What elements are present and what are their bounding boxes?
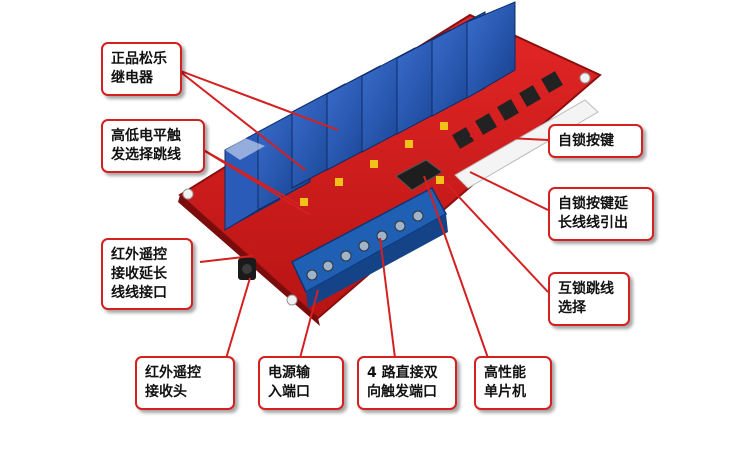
callout-ir-head: 红外遥控 接收头 bbox=[135, 356, 235, 410]
callout-ext-lead: 自锁按键延 长线线引出 bbox=[548, 187, 654, 241]
relay-row bbox=[224, 1, 516, 231]
jumpers bbox=[300, 122, 448, 206]
callout-self-lock: 自锁按键 bbox=[548, 124, 643, 158]
leader-lines bbox=[177, 69, 549, 373]
callout-trigger: 4 路直接双 向触发端口 bbox=[357, 356, 457, 410]
mcu-chip bbox=[395, 159, 443, 191]
callout-power: 电源输 入端口 bbox=[258, 356, 344, 410]
callout-relay: 正品松乐 继电器 bbox=[101, 42, 182, 96]
callout-jumper: 高低电平触 发选择跳线 bbox=[101, 119, 205, 173]
white-connectors bbox=[454, 99, 599, 189]
callout-interlock: 互锁跳线 选择 bbox=[548, 272, 630, 326]
ir-receiver bbox=[238, 258, 256, 280]
push-buttons bbox=[452, 71, 563, 149]
callout-ir-port: 红外遥控 接收延长 线线接口 bbox=[101, 238, 193, 310]
terminal-block bbox=[291, 186, 448, 308]
callout-mcu: 高性能 单片机 bbox=[474, 356, 552, 410]
